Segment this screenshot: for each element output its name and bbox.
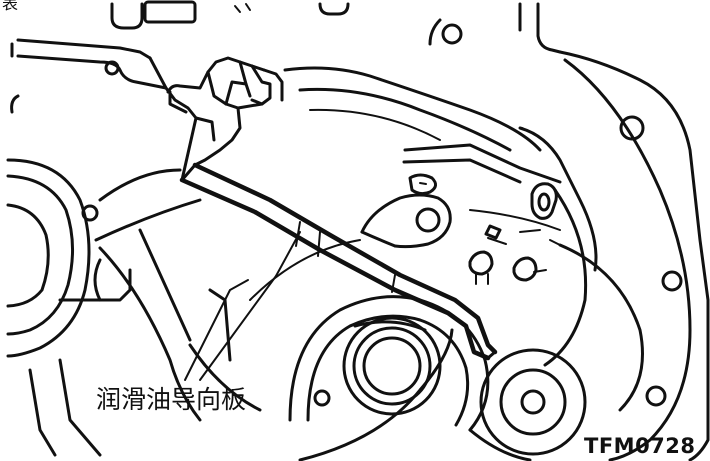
bolt-holes — [81, 23, 683, 407]
counter-shaft-bearing — [468, 348, 587, 461]
main-shaft-bearing — [288, 295, 490, 432]
guide-plate-bracket — [148, 56, 284, 182]
oil-guide-plate — [179, 162, 498, 361]
callout-leaders — [184, 231, 301, 381]
figure-code: TFM0728 — [584, 434, 696, 458]
oil-guide-plate-label: 润滑油导向板 — [96, 385, 246, 414]
fork-boss — [360, 173, 452, 249]
case-internal-ribs — [249, 66, 644, 412]
cropped-top-text: 表 — [2, 0, 18, 13]
top-edge-outlines — [110, 0, 562, 54]
case-outer-outline — [10, 18, 710, 461]
case-bolts — [468, 182, 571, 285]
left-bearing-housing — [6, 158, 182, 457]
